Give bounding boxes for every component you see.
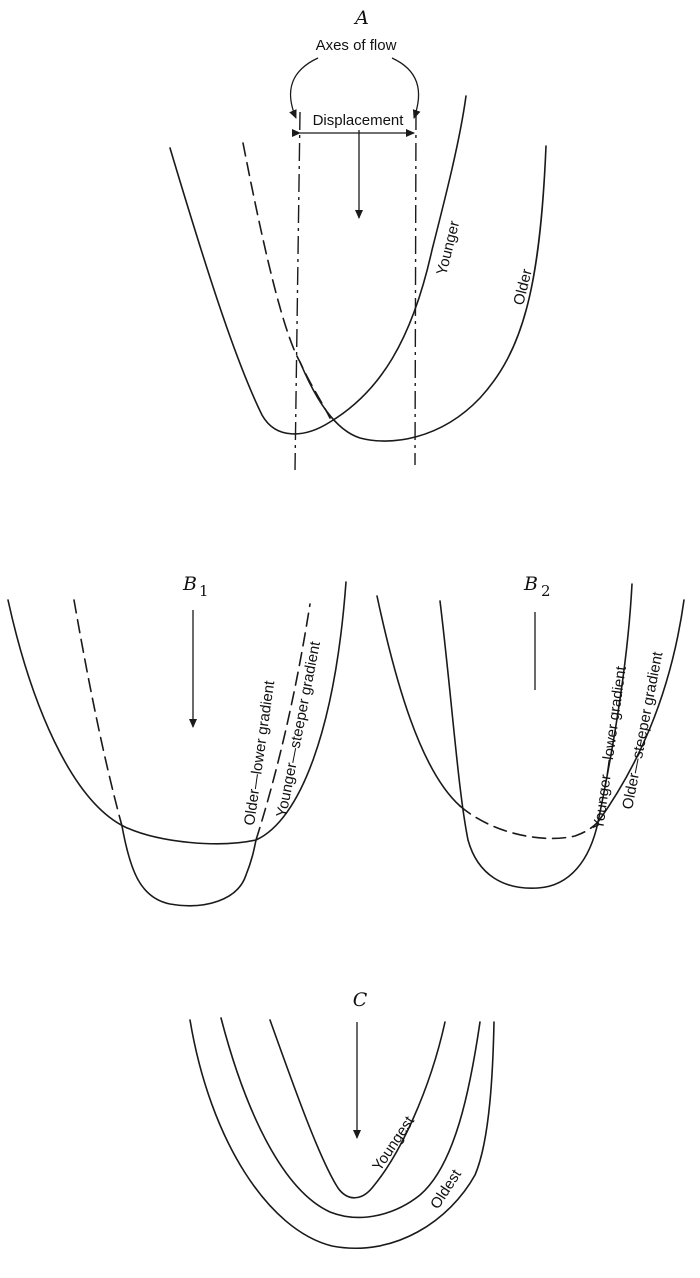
panel-a: A Axes of flow Displacement Younger Olde…: [169, 7, 547, 471]
displacement-label: Displacement: [313, 112, 405, 129]
panel-b2-subscript: 2: [541, 582, 551, 600]
curve-younger-dashed-a: [242, 142, 331, 419]
curve-middle-c: [220, 1017, 481, 1219]
curve-younger-dashed-left-b1: [73, 599, 123, 827]
curve-younger-left-b2: [376, 595, 461, 807]
curve-younger-a: [169, 95, 467, 435]
panel-b2: B 2 Younger—lower gradient Older—steeper…: [376, 573, 685, 889]
panel-c: C Youngest Oldest: [189, 989, 495, 1250]
label-youngest-c: Youngest: [369, 1113, 418, 1175]
curve-younger-right-b2: [597, 599, 685, 823]
curve-youngest-c: [269, 1019, 446, 1199]
panel-b1-subscript: 1: [199, 582, 209, 600]
panel-b1-letter: B: [182, 573, 197, 595]
label-oldest-c: Oldest: [427, 1166, 465, 1212]
axis-of-flow-left: [294, 111, 301, 471]
panel-a-letter: A: [353, 7, 369, 29]
axis-of-flow-right: [414, 111, 417, 466]
panel-c-letter: C: [353, 989, 368, 1011]
panel-b1: B 1 Older—lower gradient Younger—steeper…: [7, 573, 347, 907]
curve-younger-dashed-b2: [459, 805, 599, 840]
label-older-b1: Older—lower gradient: [241, 679, 278, 827]
curve-older-a: [299, 145, 547, 442]
panel-b2-letter: B: [523, 573, 538, 595]
curve-older-b1: [7, 581, 347, 845]
axes-arrow-left: [289, 57, 319, 119]
curve-younger-b1: [121, 825, 257, 907]
curve-younger-dashed-right-b1: [255, 603, 311, 841]
curve-oldest-c: [189, 1019, 495, 1250]
axes-arrow-right: [391, 57, 421, 119]
curve-older-b2: [439, 583, 633, 889]
axes-of-flow-label: Axes of flow: [316, 37, 397, 54]
